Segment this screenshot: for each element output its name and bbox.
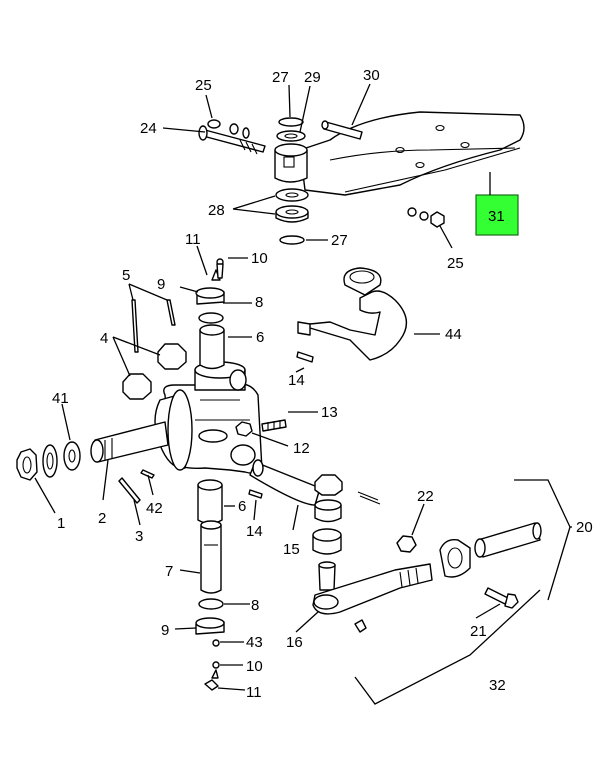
callout-9-bottom: 9 [161, 622, 169, 639]
callout-25-right: 25 [447, 255, 464, 272]
callout-11-bottom: 11 [246, 684, 262, 701]
callout-3: 3 [135, 528, 143, 545]
clamp-20 [439, 539, 471, 578]
bolt-13 [261, 419, 287, 432]
callout-27-top: 27 [272, 69, 289, 86]
cap-9-lower [195, 617, 225, 635]
callout-1: 1 [57, 515, 65, 532]
kingpin-7 [200, 520, 222, 594]
shims-28 [275, 188, 309, 223]
callout-31[interactable]: 31 [488, 208, 505, 225]
fitting-11-lower [204, 669, 219, 691]
cap-9-upper [195, 287, 225, 305]
callout-21: 21 [470, 623, 487, 640]
key-14-upper [296, 351, 314, 363]
key-42 [140, 469, 155, 479]
bushing-6-lower [197, 479, 223, 525]
boot-upper [314, 499, 342, 523]
callout-27-bottom: 27 [331, 232, 348, 249]
callout-4: 4 [100, 330, 108, 347]
callout-42: 42 [146, 500, 163, 517]
steering-arm-44 [297, 267, 408, 361]
bolt-24 [198, 125, 266, 155]
nuts-4 [122, 343, 187, 400]
callout-13: 13 [321, 404, 338, 421]
callout-30: 30 [363, 67, 380, 84]
tie-rod-end-16 [312, 561, 433, 615]
steering-knuckle [154, 361, 263, 474]
nut-22 [396, 535, 417, 553]
cotter-pin-small [357, 491, 381, 505]
callout-12: 12 [293, 440, 310, 457]
cotter-pin-3 [118, 477, 141, 504]
callout-20: 20 [576, 519, 593, 536]
washer-seal-41b [42, 444, 58, 478]
callout-14-bottom: 14 [246, 523, 263, 540]
callout-22: 22 [417, 488, 434, 505]
callout-29: 29 [304, 69, 321, 86]
washer-43 [212, 639, 220, 647]
callout-14-top: 14 [288, 372, 305, 389]
callout-16: 16 [286, 634, 303, 651]
callout-15: 15 [283, 541, 300, 558]
tube-20 [474, 522, 542, 558]
callout-5: 5 [122, 267, 130, 284]
spacer-41 [63, 441, 81, 471]
bolt-21 [484, 587, 519, 609]
boot-lower [312, 528, 342, 555]
grease-fitting-16 [354, 619, 367, 633]
nut-12 [235, 421, 253, 437]
pins-5 [131, 299, 176, 353]
callout-7: 7 [165, 563, 173, 580]
kingpin-boss [274, 143, 308, 183]
callout-9-top: 9 [157, 276, 165, 293]
callout-11-top: 11 [185, 231, 201, 248]
washer-nut-25-top [207, 119, 250, 139]
oring-8-upper [198, 312, 224, 324]
castle-nut [314, 474, 343, 496]
bolt-10-upper [216, 258, 224, 279]
highlight-box-31[interactable] [475, 194, 519, 236]
callout-43: 43 [246, 634, 263, 651]
callout-44: 44 [445, 326, 462, 343]
washer-nut-25-right [407, 207, 445, 228]
callout-28: 28 [208, 202, 225, 219]
spindle-nut-1 [16, 448, 38, 481]
callout-8-bottom: 8 [251, 597, 259, 614]
key-14-lower [248, 489, 263, 499]
callout-32: 32 [489, 677, 506, 694]
leader-lines [34, 83, 572, 705]
oring-8-lower [198, 598, 224, 610]
callout-25-top: 25 [195, 77, 212, 94]
callout-6-bottom: 6 [238, 498, 246, 515]
callout-6-top: 6 [256, 329, 264, 346]
bushing-6-upper [199, 324, 225, 370]
callout-10-top: 10 [251, 250, 268, 267]
seal-29-washer [276, 130, 306, 142]
callout-10-bottom: 10 [246, 658, 263, 675]
bolt-10-lower [212, 661, 220, 669]
oring-27-bottom [279, 235, 305, 245]
callout-2: 2 [98, 510, 106, 527]
callout-8-top: 8 [255, 294, 263, 311]
oring-27-top [278, 117, 304, 127]
spindle-2 [90, 421, 169, 463]
callout-labels: 25 24 27 29 30 28 27 25 31 11 10 9 5 8 4… [52, 67, 593, 701]
pin-30 [321, 120, 363, 140]
callout-24: 24 [140, 120, 157, 137]
callout-41: 41 [52, 390, 69, 407]
